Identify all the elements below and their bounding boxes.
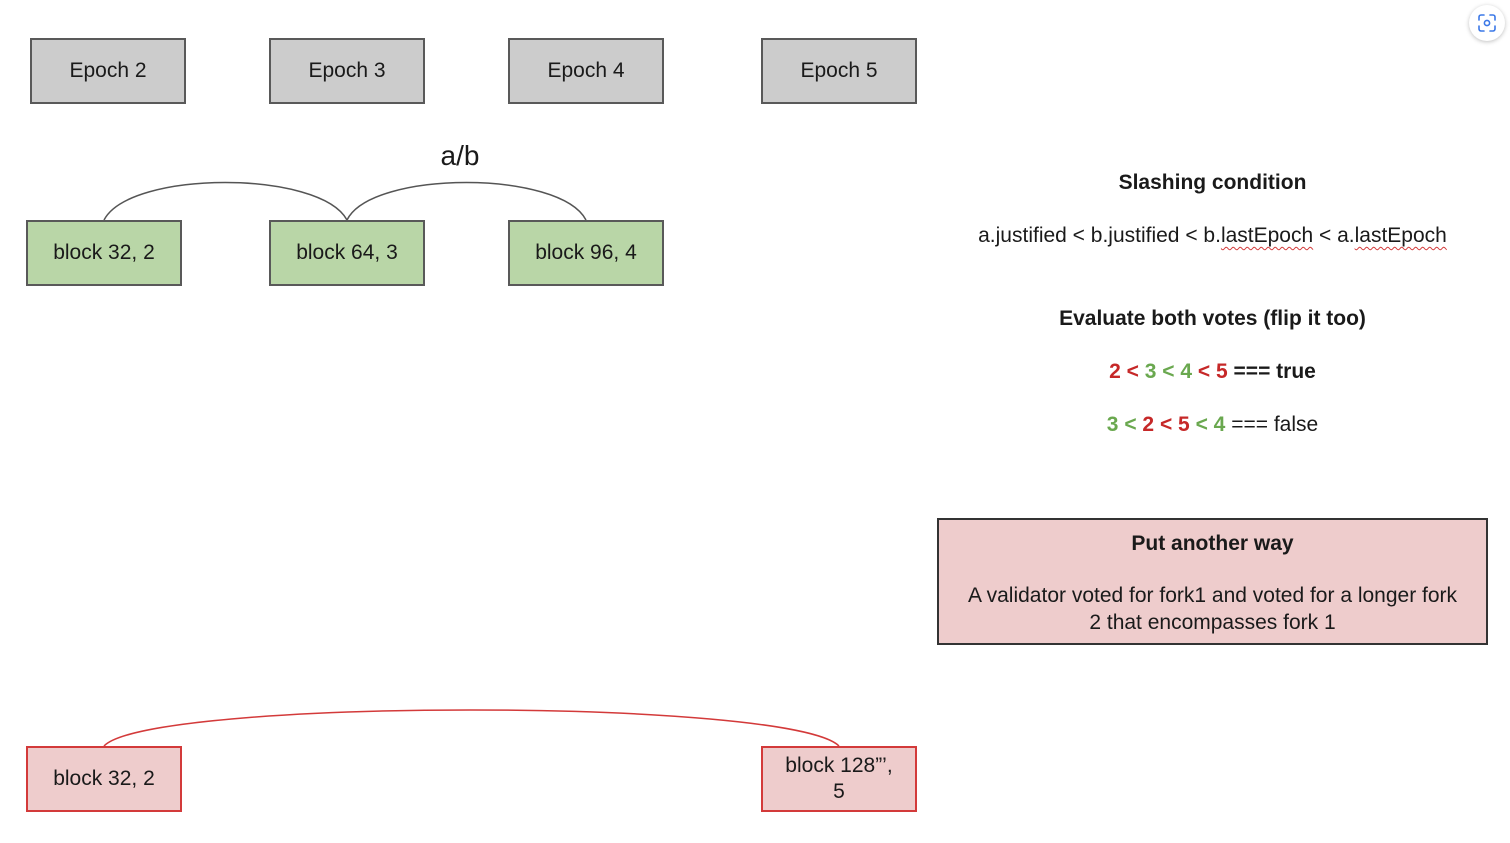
- evaluate-title: Evaluate both votes (flip it too): [1059, 307, 1366, 330]
- put-another-way-box[interactable]: Put another way A validator voted for fo…: [937, 518, 1488, 645]
- epoch-4-box[interactable]: Epoch 4: [508, 38, 664, 104]
- evaluate-expr-1: 2 < 3 < 4 < 5 === true: [937, 360, 1488, 384]
- expr2-tok-5: <: [1189, 413, 1214, 436]
- red-block-128[interactable]: block 128”’, 5: [761, 746, 917, 812]
- expr1-tok-2: 3: [1144, 360, 1157, 383]
- epoch-2-box[interactable]: Epoch 2: [30, 38, 186, 104]
- red-block-32[interactable]: block 32, 2: [26, 746, 182, 812]
- expr2-result: === false: [1225, 413, 1319, 436]
- slashing-title: Slashing condition: [1118, 171, 1307, 194]
- expr1-tok-0: 2: [1109, 360, 1121, 383]
- expr2-tok-1: <: [1118, 413, 1143, 436]
- arc-b: [346, 181, 587, 221]
- formula-lastepoch-2: lastEpoch: [1354, 224, 1447, 247]
- formula-lastepoch-1: lastEpoch: [1220, 224, 1314, 247]
- note-body-line-1: A validator voted for fork1 and voted fo…: [967, 584, 1458, 607]
- slashing-formula: a.justified < b.justified < b.lastEpoch …: [937, 224, 1488, 248]
- arc-a: [103, 181, 348, 221]
- formula-part-1: a.justified < b.justified < b.: [978, 224, 1221, 247]
- expr2-tok-2: 2: [1142, 413, 1155, 436]
- evaluate-expr-2: 3 < 2 < 5 < 4 === false: [937, 413, 1488, 437]
- epoch-5-box[interactable]: Epoch 5: [761, 38, 917, 104]
- arc-label: a/b: [440, 140, 480, 171]
- expr1-tok-3: <: [1156, 360, 1181, 383]
- note-body: A validator voted for fork1 and voted fo…: [939, 582, 1486, 636]
- scan-icon: [1478, 14, 1496, 32]
- scan-button[interactable]: [1469, 5, 1505, 41]
- epoch-3-box[interactable]: Epoch 3: [269, 38, 425, 104]
- expr2-tok-6: 4: [1213, 413, 1226, 436]
- red-block-128-line2: 5: [833, 780, 845, 803]
- expr1-tok-6: 5: [1216, 360, 1228, 383]
- red-block-128-line1: block 128”’,: [785, 754, 893, 777]
- expr2-tok-0: 3: [1106, 413, 1119, 436]
- expr2-tok-3: <: [1154, 413, 1179, 436]
- green-block-64[interactable]: block 64, 3: [269, 220, 425, 286]
- note-title: Put another way: [1131, 532, 1294, 555]
- arc-red: [103, 709, 840, 747]
- expr1-tok-5: <: [1192, 360, 1217, 383]
- green-block-32[interactable]: block 32, 2: [26, 220, 182, 286]
- green-block-96[interactable]: block 96, 4: [508, 220, 664, 286]
- expr2-tok-4: 5: [1178, 413, 1190, 436]
- expr1-result: === true: [1227, 360, 1316, 383]
- expr1-tok-4: 4: [1180, 360, 1193, 383]
- expr1-tok-1: <: [1120, 360, 1145, 383]
- formula-part-2: < a.: [1313, 224, 1355, 247]
- note-body-line-2: 2 that encompasses fork 1: [1089, 611, 1336, 634]
